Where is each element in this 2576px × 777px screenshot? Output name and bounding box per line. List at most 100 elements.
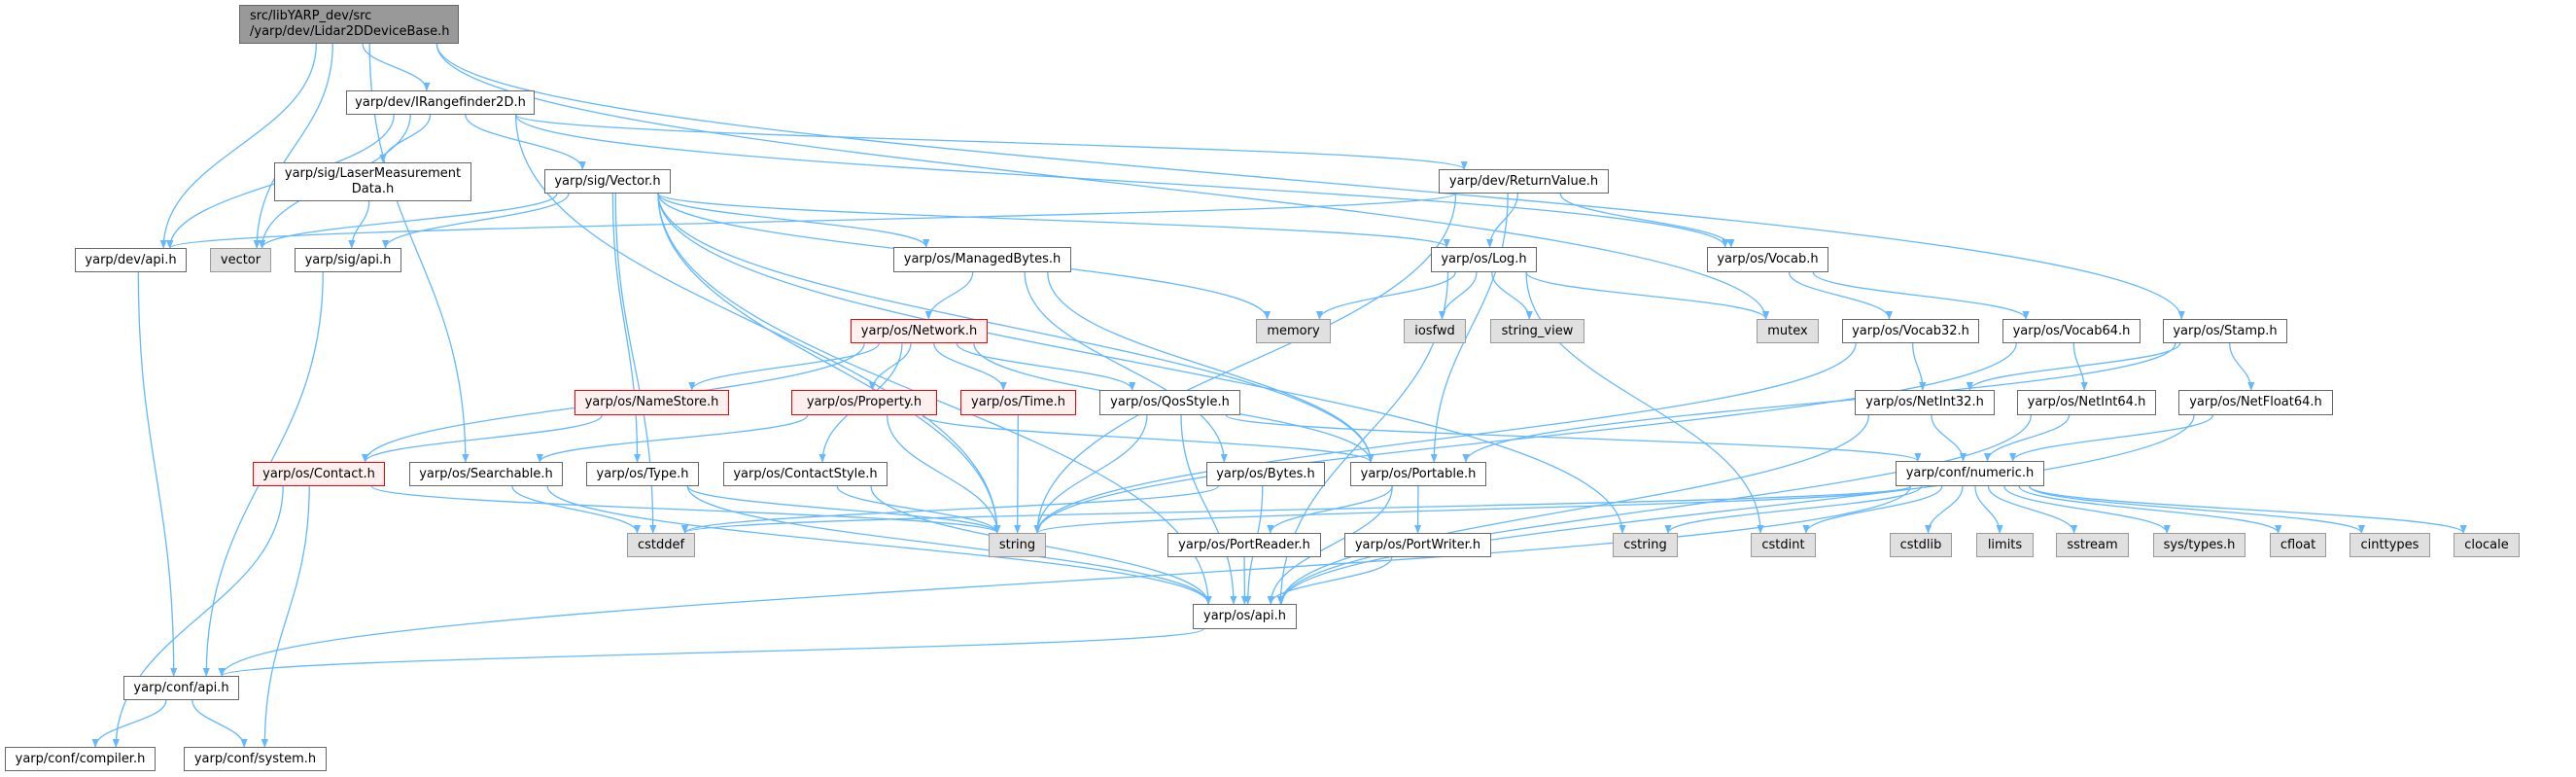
edge-confapi-to-system — [191, 699, 248, 748]
node-type[interactable]: yarp/os/Type.h — [586, 462, 699, 486]
node-vocab64[interactable]: yarp/os/Vocab64.h — [2002, 319, 2141, 343]
edge-root-to-vector — [253, 43, 333, 249]
edge-numeric-to-limits — [1974, 485, 2003, 534]
node-contactstyle[interactable]: yarp/os/ContactStyle.h — [723, 462, 888, 486]
edge-retval-to-vocab — [1559, 193, 1735, 248]
node-namestore[interactable]: yarp/os/NameStore.h — [574, 390, 729, 415]
edge-time-to-string — [1014, 414, 1022, 534]
edge-portable-to-osapi — [1267, 485, 1393, 605]
node-cfloat: cfloat — [2270, 533, 2326, 557]
node-log[interactable]: yarp/os/Log.h — [1431, 247, 1537, 272]
node-memory: memory — [1256, 319, 1331, 343]
node-managed[interactable]: yarp/os/ManagedBytes.h — [893, 247, 1071, 272]
edge-numeric-to-cstdint — [1802, 485, 1943, 534]
node-cstdint: cstdint — [1751, 533, 1816, 557]
node-vocab[interactable]: yarp/os/Vocab.h — [1707, 247, 1828, 272]
edge-contact-to-system — [261, 485, 310, 748]
edge-root-to-devapi — [159, 43, 317, 249]
edge-osapi-to-confapi — [218, 628, 1204, 677]
edge-namestore-to-contact — [362, 414, 603, 463]
edge-qos-to-numeric — [1225, 414, 1922, 462]
node-time[interactable]: yarp/os/Time.h — [960, 390, 1076, 415]
edge-vector_h-to-vector — [259, 193, 558, 249]
edge-vector_h-to-sigapi — [381, 193, 570, 249]
edge-numeric-to-cstddef — [681, 485, 1911, 534]
edge-numeric-to-cinttypes — [2029, 485, 2365, 534]
node-confapi[interactable]: yarp/conf/api.h — [123, 676, 239, 700]
edge-network-to-time — [933, 342, 1007, 391]
edge-property-to-searchable — [536, 414, 809, 463]
edge-retval-to-log — [1486, 193, 1518, 248]
node-portreader[interactable]: yarp/os/PortReader.h — [1167, 533, 1321, 557]
node-cstddef: cstddef — [627, 533, 695, 557]
edge-netint32-to-osapi — [1277, 414, 1870, 605]
node-laser[interactable]: yarp/sig/LaserMeasurement Data.h — [274, 162, 471, 201]
edge-netint64-to-osapi — [1277, 414, 2032, 605]
edge-portable-to-portreader — [1267, 485, 1393, 534]
edge-vector_h-to-managed — [657, 193, 930, 248]
edge-numeric-to-confapi — [218, 485, 1911, 677]
node-bytes[interactable]: yarp/os/Bytes.h — [1206, 462, 1325, 486]
node-devapi[interactable]: yarp/dev/api.h — [75, 248, 187, 272]
node-compiler[interactable]: yarp/conf/compiler.h — [5, 747, 156, 771]
node-vocab32[interactable]: yarp/os/Vocab32.h — [1842, 319, 1979, 343]
edge-numeric-to-cfloat — [2018, 485, 2282, 534]
node-system[interactable]: yarp/conf/system.h — [184, 747, 327, 771]
edge-vector_h-to-cstring — [657, 193, 1626, 534]
node-netint32[interactable]: yarp/os/NetInt32.h — [1855, 390, 1995, 415]
edge-log-to-mutex — [1525, 271, 1770, 320]
node-qos[interactable]: yarp/os/QosStyle.h — [1099, 390, 1240, 415]
node-iosfwd: iosfwd — [1404, 319, 1466, 343]
node-irange[interactable]: yarp/dev/IRangefinder2D.h — [346, 90, 535, 115]
node-numeric[interactable]: yarp/conf/numeric.h — [1896, 461, 2044, 486]
edge-laser-to-sigapi — [348, 200, 370, 249]
edge-network-to-property — [868, 342, 912, 391]
edge-stamp-to-netfloat64 — [2229, 342, 2255, 391]
edge-log-to-memory — [1315, 271, 1456, 320]
node-netint64[interactable]: yarp/os/NetInt64.h — [2017, 390, 2156, 415]
edge-netint64-to-numeric — [1983, 414, 2071, 462]
node-root[interactable]: src/libYARP_dev/src /yarp/dev/Lidar2DDev… — [239, 5, 459, 44]
node-contact[interactable]: yarp/os/Contact.h — [253, 462, 385, 486]
edge-vocab64-to-string — [1033, 342, 2017, 534]
node-osapi[interactable]: yarp/os/api.h — [1193, 604, 1297, 629]
node-portable[interactable]: yarp/os/Portable.h — [1350, 462, 1486, 486]
node-systypes: sys/types.h — [2153, 533, 2245, 557]
node-sstream: sstream — [2056, 533, 2129, 557]
node-sigapi[interactable]: yarp/sig/api.h — [295, 248, 401, 272]
edge-managed-to-portable — [1047, 271, 1375, 463]
node-stamp[interactable]: yarp/os/Stamp.h — [2163, 319, 2287, 343]
edge-numeric-to-string — [1033, 485, 1911, 534]
node-string: string — [989, 533, 1046, 557]
node-portwriter[interactable]: yarp/os/PortWriter.h — [1344, 533, 1491, 557]
node-limits: limits — [1976, 533, 2034, 557]
edge-contact-to-string — [370, 485, 1001, 534]
edge-irange-to-retval — [514, 114, 1468, 170]
edge-type-to-string — [686, 485, 1001, 534]
edge-contactstyle-to-string — [836, 485, 1001, 534]
edge-qos-to-osapi — [1180, 414, 1237, 605]
edge-managed-to-network — [924, 271, 974, 320]
node-property[interactable]: yarp/os/Property.h — [791, 390, 937, 415]
node-vector-h[interactable]: yarp/sig/Vector.h — [544, 169, 671, 194]
edge-root-to-irange — [362, 43, 431, 91]
edge-searchable-to-cstddef — [511, 485, 642, 534]
edge-numeric-to-cstring — [1664, 485, 1923, 534]
edge-bytes-to-cstddef — [681, 485, 1219, 534]
edge-network-to-qos — [956, 342, 1136, 391]
node-cinttypes: cinttypes — [2350, 533, 2430, 557]
node-network[interactable]: yarp/os/Network.h — [851, 319, 988, 343]
edge-netfloat64-to-numeric — [2009, 414, 2214, 462]
edge-vector_h-to-string — [657, 193, 1001, 534]
node-mutex: mutex — [1757, 319, 1819, 343]
node-retval[interactable]: yarp/dev/ReturnValue.h — [1439, 169, 1609, 194]
edge-vector_h-to-portable — [657, 193, 1375, 463]
edge-numeric-to-sstream — [1987, 485, 2078, 534]
edge-log-to-string_view — [1491, 271, 1533, 320]
edge-contact-to-compiler — [112, 485, 284, 748]
node-searchable[interactable]: yarp/os/Searchable.h — [409, 462, 563, 486]
edge-netfloat64-to-osapi — [1277, 414, 2195, 605]
node-netfloat64[interactable]: yarp/os/NetFloat64.h — [2178, 390, 2333, 415]
edge-confapi-to-compiler — [91, 699, 167, 748]
edge-vocab32-to-netint32 — [1912, 342, 1927, 391]
